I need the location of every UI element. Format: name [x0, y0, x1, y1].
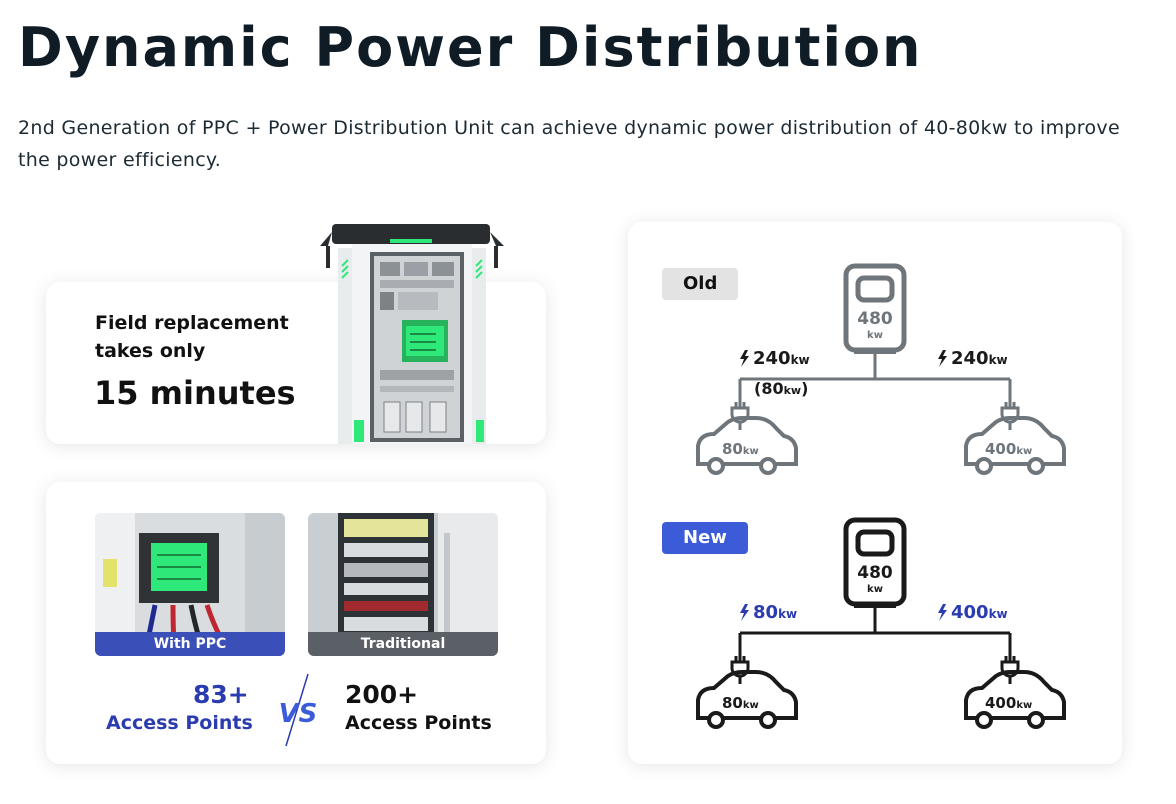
- new-right-power: 400kw: [951, 602, 1008, 623]
- with-ppc-label: With PPC: [95, 632, 285, 656]
- new-charger-icon: 480 kw: [843, 517, 907, 608]
- field-line-2: takes only: [95, 340, 206, 362]
- new-right-bolt-icon: [938, 604, 947, 621]
- field-line-1: Field replacement: [95, 312, 289, 334]
- old-charger-unit: kw: [867, 330, 883, 341]
- new-right-car-power: 400kw: [985, 694, 1032, 712]
- new-charger-unit: kw: [867, 584, 883, 595]
- old-right-bolt-icon: [938, 350, 947, 367]
- old-left-power: 240kw: [753, 348, 810, 369]
- field-duration: 15 minutes: [94, 374, 296, 412]
- old-right-car-power: 400kw: [985, 440, 1032, 458]
- old-left-note: (80kw): [754, 379, 808, 398]
- versus-text: VS: [279, 699, 318, 729]
- new-distribution-diagram: 480 kw 80kw 400kw: [696, 517, 1066, 729]
- old-left-bolt-icon: [740, 350, 749, 367]
- old-left-plug-icon: [730, 402, 750, 430]
- new-charger-value: 480: [857, 563, 893, 583]
- new-left-car-power: 80kw: [722, 694, 759, 712]
- page-title: Dynamic Power Distribution: [18, 16, 923, 79]
- old-tag: Old: [662, 268, 739, 300]
- charging-cabinet-image: [320, 224, 504, 444]
- page-subtitle: 2nd Generation of PPC + Power Distributi…: [18, 117, 1120, 171]
- comparison-card: With PPC Traditional 83+ Access Points V…: [46, 482, 546, 764]
- traditional-access-count: 200+: [345, 680, 419, 709]
- traditional-image: Traditional: [308, 513, 498, 656]
- ppc-access-caption: Access Points: [106, 712, 253, 734]
- old-right-car-icon: 400kw: [964, 416, 1066, 475]
- new-right-car-icon: 400kw: [964, 670, 1066, 729]
- old-right-power: 240kw: [951, 348, 1008, 369]
- old-charger-value: 480: [857, 309, 893, 329]
- new-left-power: 80kw: [753, 602, 797, 623]
- ppc-access-count: 83+: [193, 680, 249, 709]
- new-left-car-icon: 80kw: [696, 670, 798, 729]
- old-charger-icon: 480 kw: [843, 263, 907, 354]
- traditional-access-caption: Access Points: [345, 712, 492, 734]
- traditional-label: Traditional: [308, 632, 498, 656]
- with-ppc-image: With PPC: [95, 513, 285, 656]
- new-left-plug-icon: [730, 656, 750, 684]
- distribution-card: 480 kw 240kw (80kw) 240kw: [628, 222, 1122, 764]
- new-left-bolt-icon: [740, 604, 749, 621]
- old-left-car-power: 80kw: [722, 440, 759, 458]
- new-tag: New: [662, 522, 748, 554]
- new-right-plug-icon: [1000, 656, 1020, 684]
- old-right-plug-icon: [1000, 402, 1020, 430]
- old-left-car-icon: 80kw: [696, 416, 798, 475]
- versus-mark: VS: [279, 673, 318, 747]
- old-distribution-diagram: 480 kw 240kw (80kw) 240kw: [696, 263, 1066, 475]
